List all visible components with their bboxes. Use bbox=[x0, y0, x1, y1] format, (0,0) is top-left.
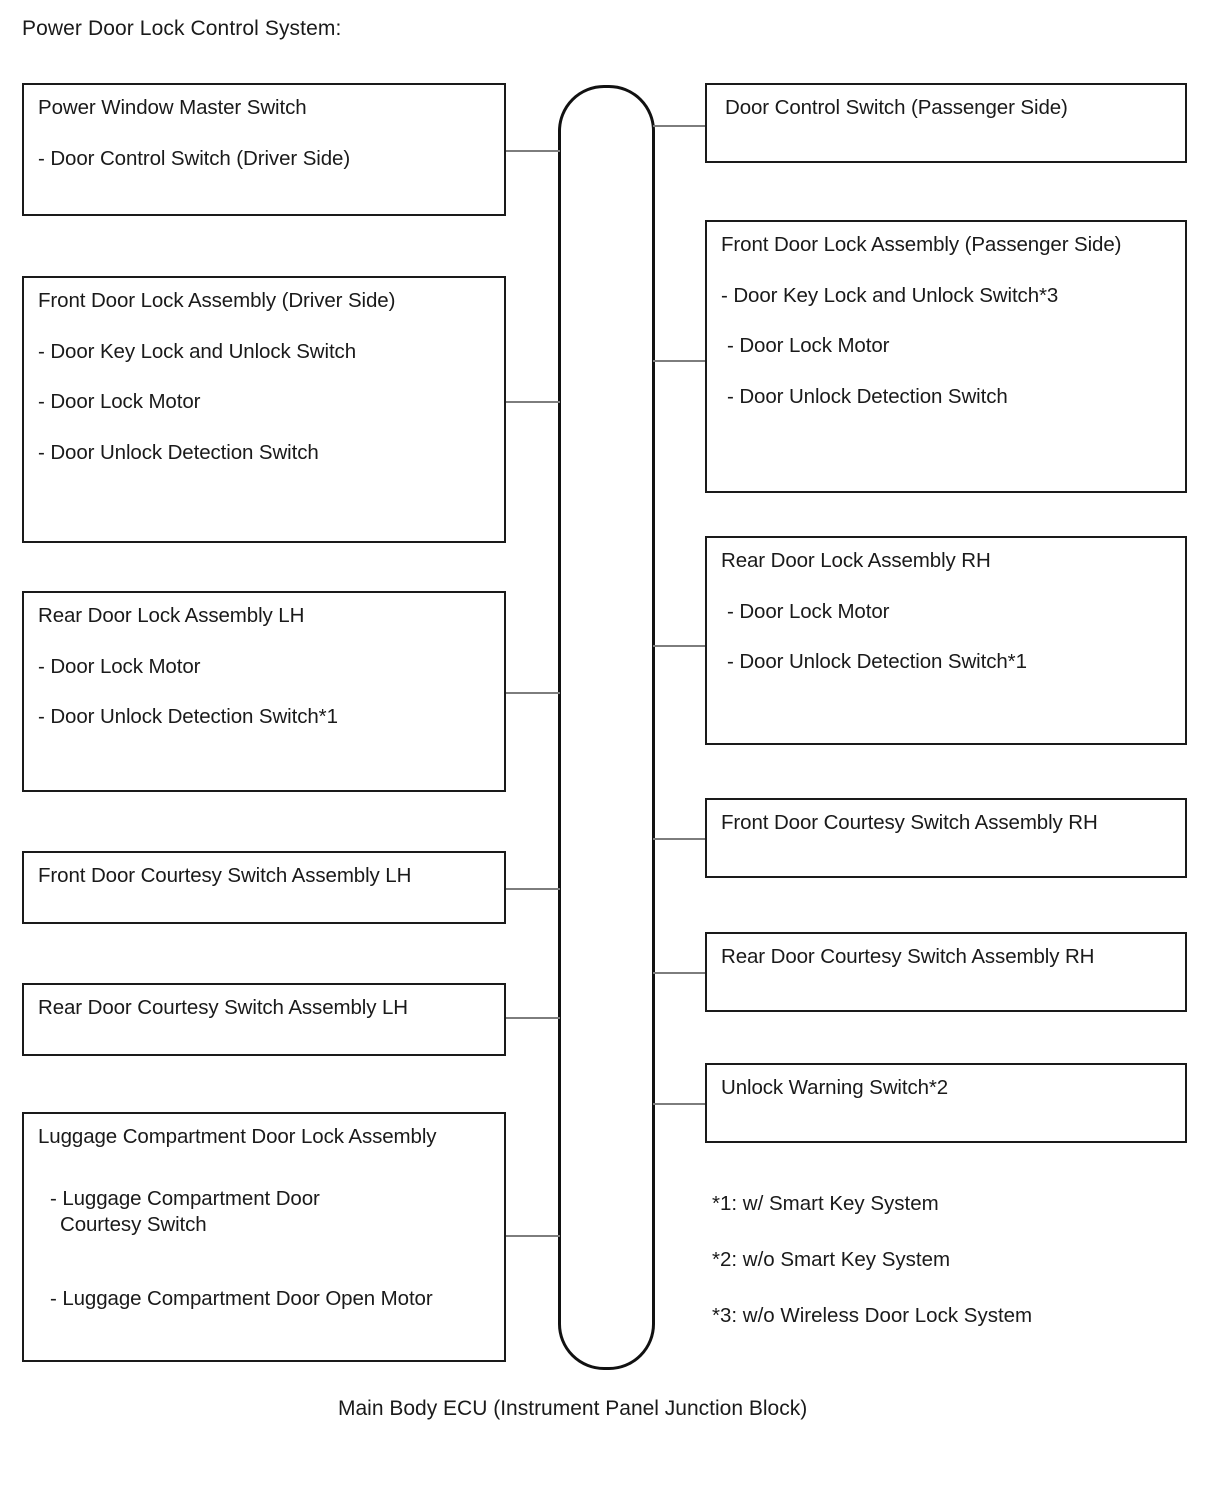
node-line: Front Door Courtesy Switch Assembly LH bbox=[38, 864, 412, 887]
node-rear-door-courtesy-switch-assembly-lh[interactable]: Rear Door Courtesy Switch Assembly LH bbox=[22, 983, 506, 1056]
connector-right-2 bbox=[653, 360, 707, 362]
node-line: - Door Unlock Detection Switch bbox=[38, 441, 319, 465]
footnote-2: *2: w/o Smart Key System bbox=[712, 1248, 951, 1271]
node-line: - Door Control Switch (Driver Side) bbox=[38, 146, 351, 170]
node-rear-door-lock-assembly-rh[interactable]: Rear Door Lock Assembly RH - Door Lock M… bbox=[705, 536, 1187, 745]
node-line: Power Window Master Switch bbox=[38, 96, 307, 119]
node-front-door-courtesy-switch-assembly-rh[interactable]: Front Door Courtesy Switch Assembly RH bbox=[705, 798, 1187, 878]
node-door-control-switch-passenger-side[interactable]: Door Control Switch (Passenger Side) bbox=[705, 83, 1187, 163]
connector-right-1 bbox=[653, 125, 707, 127]
connector-right-4 bbox=[653, 838, 707, 840]
node-line: - Door Unlock Detection Switch*1 bbox=[38, 705, 338, 729]
node-rear-door-courtesy-switch-assembly-rh[interactable]: Rear Door Courtesy Switch Assembly RH bbox=[705, 932, 1187, 1012]
footnote-3: *3: w/o Wireless Door Lock System bbox=[712, 1304, 1033, 1327]
node-line: - Door Unlock Detection Switch*1 bbox=[727, 650, 1027, 674]
connector-left-2 bbox=[506, 401, 560, 403]
node-line: - Door Key Lock and Unlock Switch bbox=[38, 339, 357, 363]
connector-left-5 bbox=[506, 1017, 560, 1019]
page-title: Power Door Lock Control System: bbox=[22, 17, 342, 40]
node-line: Rear Door Courtesy Switch Assembly RH bbox=[721, 945, 1095, 968]
node-line: Front Door Lock Assembly (Driver Side) bbox=[38, 289, 396, 312]
node-line: Door Control Switch (Passenger Side) bbox=[725, 96, 1068, 119]
main-body-ecu-label: Main Body ECU (Instrument Panel Junction… bbox=[338, 1397, 808, 1420]
node-line: - Luggage Compartment Door bbox=[50, 1186, 320, 1210]
footnotes-block: *1: w/ Smart Key System *2: w/o Smart Ke… bbox=[712, 1192, 1032, 1328]
connector-left-3 bbox=[506, 692, 560, 694]
node-line: - Door Lock Motor bbox=[38, 654, 201, 678]
connector-left-4 bbox=[506, 888, 560, 890]
connector-left-6 bbox=[506, 1235, 560, 1237]
node-line: Courtesy Switch bbox=[60, 1213, 207, 1237]
node-luggage-compartment-door-lock-assembly[interactable]: Luggage Compartment Door Lock Assembly -… bbox=[22, 1112, 506, 1362]
node-line: - Door Lock Motor bbox=[727, 599, 890, 623]
node-line: - Door Lock Motor bbox=[727, 334, 890, 358]
node-line: Rear Door Courtesy Switch Assembly LH bbox=[38, 996, 408, 1019]
node-front-door-courtesy-switch-assembly-lh[interactable]: Front Door Courtesy Switch Assembly LH bbox=[22, 851, 506, 924]
connector-right-3 bbox=[653, 645, 707, 647]
main-body-ecu-block bbox=[558, 85, 655, 1370]
connector-right-6 bbox=[653, 1103, 707, 1105]
connector-left-1 bbox=[506, 150, 560, 152]
node-power-window-master-switch[interactable]: Power Window Master Switch - Door Contro… bbox=[22, 83, 506, 216]
connector-right-5 bbox=[653, 972, 707, 974]
node-line: - Door Lock Motor bbox=[38, 390, 201, 414]
node-line: - Door Key Lock and Unlock Switch*3 bbox=[721, 283, 1059, 307]
node-line: Rear Door Lock Assembly RH bbox=[721, 549, 991, 572]
node-front-door-lock-assembly-driver-side[interactable]: Front Door Lock Assembly (Driver Side) -… bbox=[22, 276, 506, 543]
footnote-1: *1: w/ Smart Key System bbox=[712, 1192, 939, 1215]
node-unlock-warning-switch[interactable]: Unlock Warning Switch*2 bbox=[705, 1063, 1187, 1143]
node-line: Unlock Warning Switch*2 bbox=[721, 1076, 949, 1099]
node-line: - Luggage Compartment Door Open Motor bbox=[50, 1287, 433, 1311]
node-rear-door-lock-assembly-lh[interactable]: Rear Door Lock Assembly LH - Door Lock M… bbox=[22, 591, 506, 792]
node-front-door-lock-assembly-passenger-side[interactable]: Front Door Lock Assembly (Passenger Side… bbox=[705, 220, 1187, 493]
node-line: Front Door Courtesy Switch Assembly RH bbox=[721, 811, 1098, 834]
node-line: - Door Unlock Detection Switch bbox=[727, 385, 1008, 409]
node-line: Front Door Lock Assembly (Passenger Side… bbox=[721, 233, 1122, 256]
node-line: Rear Door Lock Assembly LH bbox=[38, 604, 305, 627]
node-line: Luggage Compartment Door Lock Assembly bbox=[38, 1125, 437, 1148]
